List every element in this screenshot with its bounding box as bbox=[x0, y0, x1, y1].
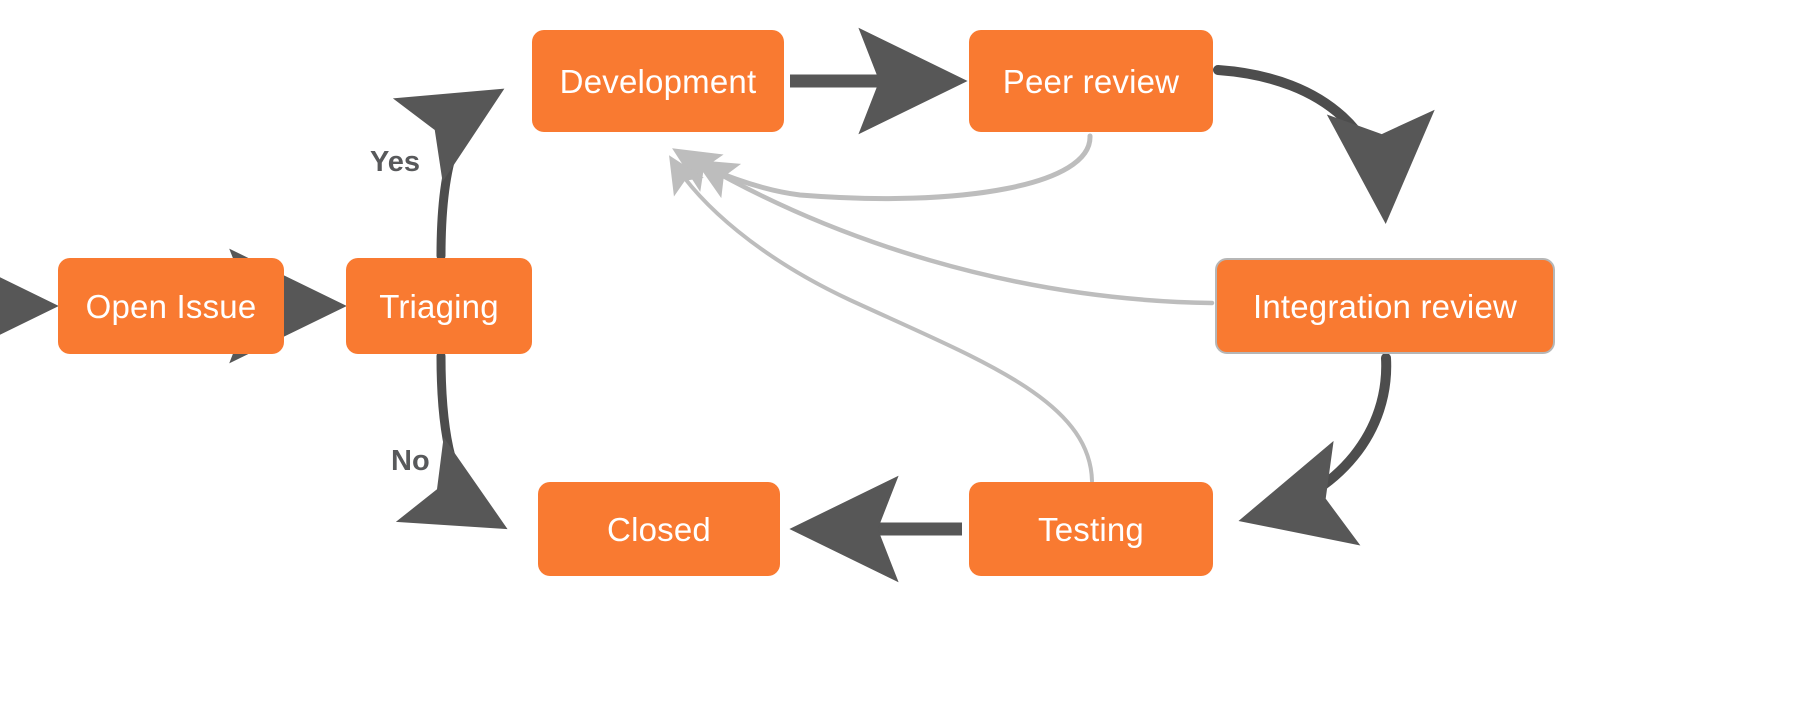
edge-triaging-to-closed bbox=[395, 351, 508, 530]
node-label-triaging: Triaging bbox=[379, 287, 499, 325]
node-triaging[interactable]: Triaging bbox=[346, 258, 532, 354]
node-label-closed: Closed bbox=[607, 510, 711, 548]
node-peer-review[interactable]: Peer review bbox=[969, 30, 1213, 132]
node-label-peer-review: Peer review bbox=[1002, 62, 1180, 100]
node-label-development: Development bbox=[559, 62, 757, 100]
edge-triaging-to-development bbox=[392, 88, 505, 261]
edge-integration-review-to-development bbox=[694, 159, 1215, 306]
node-development[interactable]: Development bbox=[532, 30, 784, 132]
node-closed[interactable]: Closed bbox=[538, 482, 780, 576]
node-label-testing: Testing bbox=[1038, 510, 1144, 548]
node-integration-review[interactable]: Integration review bbox=[1215, 258, 1555, 354]
node-open-issue[interactable]: Open Issue bbox=[58, 258, 284, 354]
edge-integration-review-to-testing bbox=[1238, 353, 1392, 546]
edge-label-no: No bbox=[391, 445, 430, 477]
node-label-integration-review: Integration review bbox=[1252, 287, 1518, 325]
edge-label-yes: Yes bbox=[370, 146, 420, 178]
edge-peer-review-to-integration-review bbox=[1213, 65, 1435, 224]
node-label-open-issue: Open Issue bbox=[85, 287, 257, 325]
edge-testing-to-development bbox=[669, 155, 1094, 483]
node-testing[interactable]: Testing bbox=[969, 482, 1213, 576]
